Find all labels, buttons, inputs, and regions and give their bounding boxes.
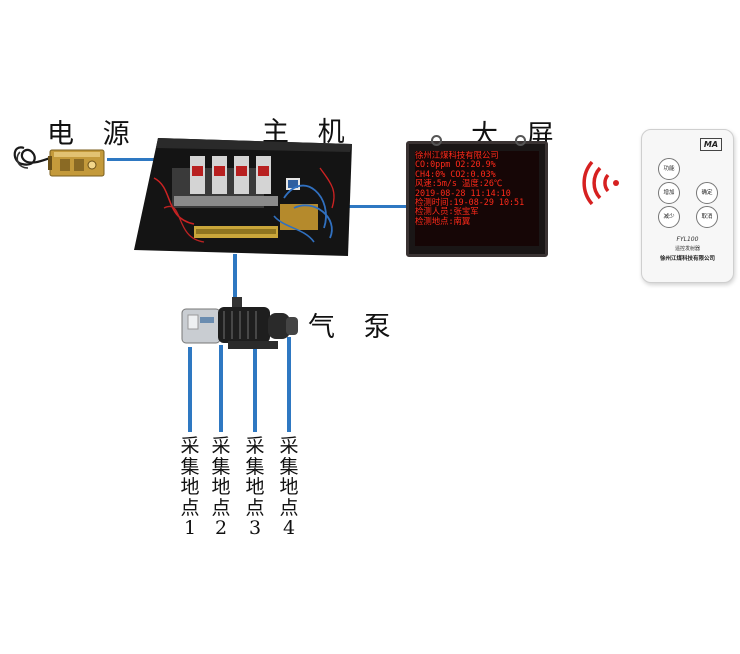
power-label: 电 源 [47,119,140,150]
sampling-point-4-label: 采 集 地 点 4 [277,436,301,539]
remote-company: 徐州江煤科技有限公司 [659,256,715,262]
power-to-host-wire [107,158,167,161]
screen-line: CH4:0% CO2:0.03% [415,168,496,179]
pump-tube-1 [188,347,192,432]
sampling-point-2-label: 采 集 地 点 2 [209,436,233,539]
power-supply-device [13,146,105,177]
char: 点 [245,496,265,519]
screen-line: 检测人员:张宝军 [415,206,479,217]
char: 采 [211,435,231,457]
remote-logo: MA [700,138,722,151]
remote-control: MA 功能 增加 确定 减少 取消 FYL100 遥控发射器 徐州江煤科技有限公… [641,129,734,283]
pump-tube-4 [287,337,291,432]
char: 点 [180,496,200,519]
char: 集 [211,455,231,478]
host-to-screen-wire [330,205,410,208]
char: 地 [245,476,265,498]
screen-line: CO:0ppm O2:20.9% [415,159,496,170]
host-to-pump-wire [233,254,237,306]
sampling-point-3-label: 采 集 地 点 3 [243,436,267,539]
air-pump-device [181,297,298,349]
char: 集 [279,455,299,478]
screen-line: 检测地点:南翼 [415,215,471,226]
char: 点 [279,496,299,519]
char: 1 [183,517,197,539]
char: 4 [282,517,296,539]
host-unit [134,138,352,256]
char: 采 [279,435,299,457]
wireless-signal-icon [582,160,619,206]
remote-subtitle: 遥控发射器 [674,246,700,252]
char: 点 [211,496,231,519]
char: 采 [245,435,265,457]
remote-decrease-button[interactable]: 减少 [658,206,680,228]
mount-hook-right [515,135,526,146]
sampling-point-1-label: 采 集 地 点 1 [178,436,202,539]
screen-line: 2019-08-28 11:14:10 [415,187,511,198]
screen-line: 风速:5m/s 温度:26℃ [415,178,503,189]
mount-hook-left [431,135,442,146]
remote-function-button[interactable]: 功能 [658,158,680,180]
led-screen: 徐州江煤科技有限公司 CO:0ppm O2:20.9% CH4:0% CO2:0… [415,151,539,246]
remote-increase-button[interactable]: 增加 [658,182,680,204]
screen-line: 徐州江煤科技有限公司 [415,151,499,160]
pump-label: 气 泵 [308,312,401,343]
pump-tube-2 [219,345,223,432]
char: 集 [180,455,200,478]
pump-tube-3 [253,346,257,432]
char: 2 [214,517,228,539]
big-screen-display: 徐州江煤科技有限公司 CO:0ppm O2:20.9% CH4:0% CO2:0… [406,135,548,257]
char: 地 [180,476,200,498]
char: 3 [248,517,262,539]
char: 地 [211,476,231,498]
char: 采 [180,435,200,457]
char: 集 [245,455,265,478]
remote-confirm-button[interactable]: 确定 [696,182,718,204]
remote-cancel-button[interactable]: 取消 [696,206,718,228]
remote-model: FYL100 [676,236,699,243]
screen-line: 检测时间:19-08-29 10:51 [415,197,525,208]
char: 地 [279,476,299,498]
